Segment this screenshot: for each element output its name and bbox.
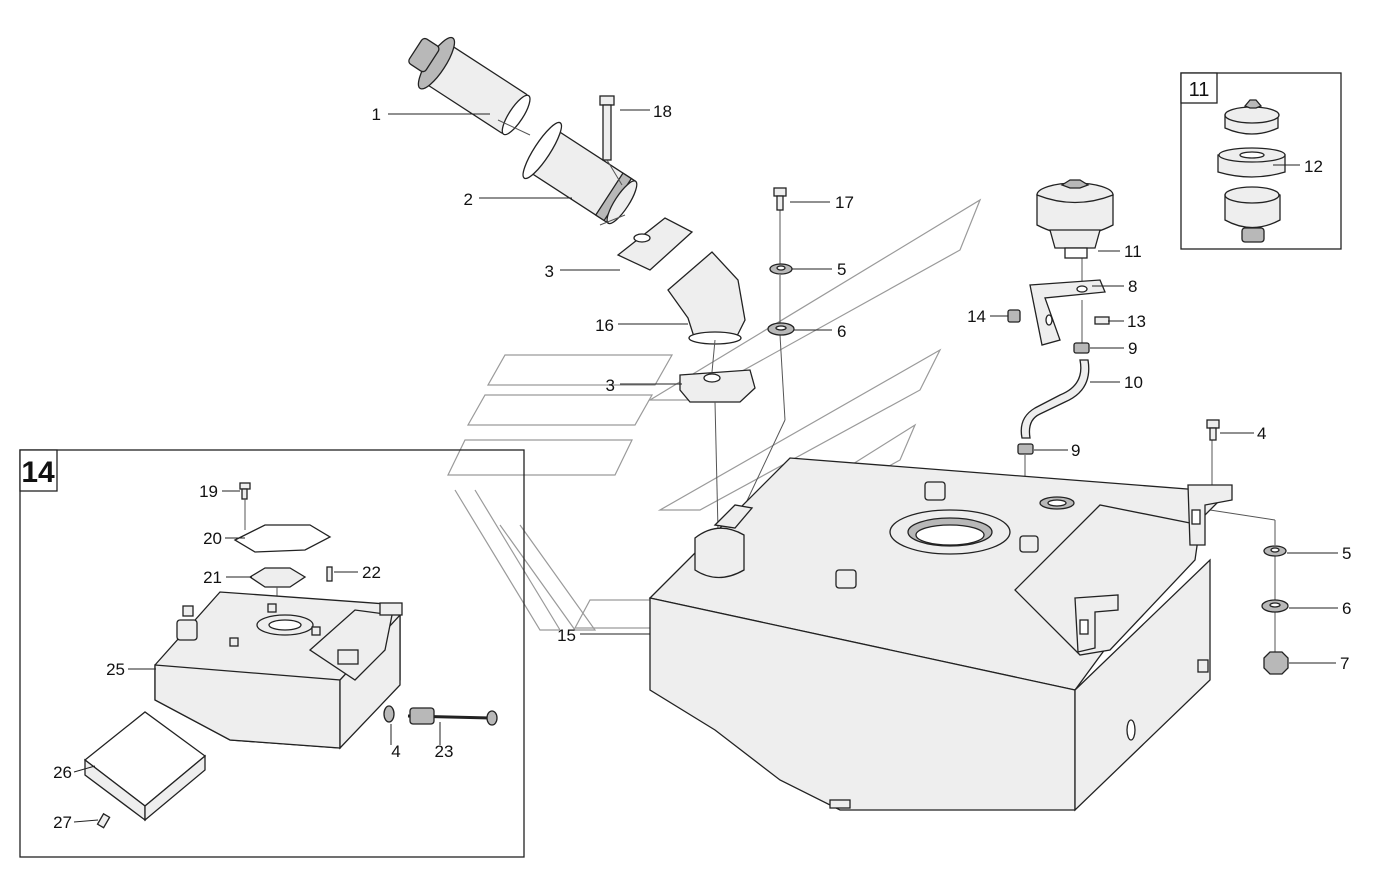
callout-22: 22 bbox=[362, 563, 381, 582]
callout-6-top: 6 bbox=[837, 322, 846, 341]
callout-23: 23 bbox=[435, 742, 454, 761]
callout-21: 21 bbox=[203, 568, 222, 587]
callout-27: 27 bbox=[53, 813, 72, 832]
part-5-washer-top bbox=[769, 263, 793, 275]
callout-4-inset: 4 bbox=[391, 742, 400, 761]
callout-10: 10 bbox=[1124, 373, 1143, 392]
filler-neck-assembly bbox=[408, 36, 756, 403]
part-18-bolt bbox=[599, 95, 623, 186]
part-17-bolt bbox=[773, 187, 787, 211]
callout-14: 14 bbox=[967, 307, 986, 326]
detail-box-11: 11 bbox=[1180, 72, 1342, 250]
callout-2: 2 bbox=[464, 190, 473, 209]
callout-5-right: 5 bbox=[1342, 544, 1351, 563]
callout-18: 18 bbox=[653, 102, 672, 121]
callout-17: 17 bbox=[835, 193, 854, 212]
part-7-nut bbox=[1263, 651, 1289, 675]
detail-box-14-label: 14 bbox=[21, 456, 55, 489]
part-6-washer-top bbox=[767, 322, 795, 336]
callout-4-right: 4 bbox=[1257, 424, 1266, 443]
callout-19: 19 bbox=[199, 482, 218, 501]
callout-6-right: 6 bbox=[1342, 599, 1351, 618]
part-13-bolt bbox=[1094, 316, 1110, 325]
part-14-nut bbox=[1007, 309, 1021, 323]
callout-20: 20 bbox=[203, 529, 222, 548]
part-8-bracket bbox=[1029, 279, 1106, 346]
callout-7: 7 bbox=[1340, 654, 1349, 673]
callout-labels: 1 2 3 16 3 18 17 5 6 11 8 13 14 9 10 9 4… bbox=[53, 102, 1351, 832]
leader-lines bbox=[73, 109, 1338, 823]
part-4-bolt-right bbox=[1206, 419, 1220, 441]
part-2-filler-hose bbox=[522, 121, 638, 225]
part-6-washer-right bbox=[1261, 599, 1289, 613]
part-1-filler-cap bbox=[408, 36, 531, 136]
part-3-clamp-lower bbox=[679, 369, 756, 403]
callout-26: 26 bbox=[53, 763, 72, 782]
part-15-fuel-tank bbox=[648, 457, 1233, 812]
callout-8: 8 bbox=[1128, 277, 1137, 296]
callout-25: 25 bbox=[106, 660, 125, 679]
callout-9-upper: 9 bbox=[1128, 339, 1137, 358]
part-5-washer-right bbox=[1263, 545, 1287, 557]
assembly-guides bbox=[497, 119, 1276, 652]
detail-box-11-label: 11 bbox=[1189, 79, 1210, 101]
detail-box-14: 14 bbox=[19, 449, 525, 858]
callout-3-lower: 3 bbox=[606, 376, 615, 395]
callout-16: 16 bbox=[595, 316, 614, 335]
callout-13: 13 bbox=[1127, 312, 1146, 331]
callout-5-top: 5 bbox=[837, 260, 846, 279]
part-16-elbow bbox=[667, 251, 746, 345]
callout-15: 15 bbox=[557, 626, 576, 645]
callout-11: 11 bbox=[1124, 242, 1142, 261]
callout-12: 12 bbox=[1304, 157, 1323, 176]
part-3-clamp-upper bbox=[616, 217, 694, 271]
callout-1: 1 bbox=[372, 105, 381, 124]
part-11-breather-filter bbox=[1036, 179, 1114, 259]
part-10-breather-hose bbox=[1020, 359, 1090, 439]
part-9-clamp-upper bbox=[1073, 342, 1090, 354]
callout-3-upper: 3 bbox=[545, 262, 554, 281]
callout-9-lower: 9 bbox=[1071, 441, 1080, 460]
